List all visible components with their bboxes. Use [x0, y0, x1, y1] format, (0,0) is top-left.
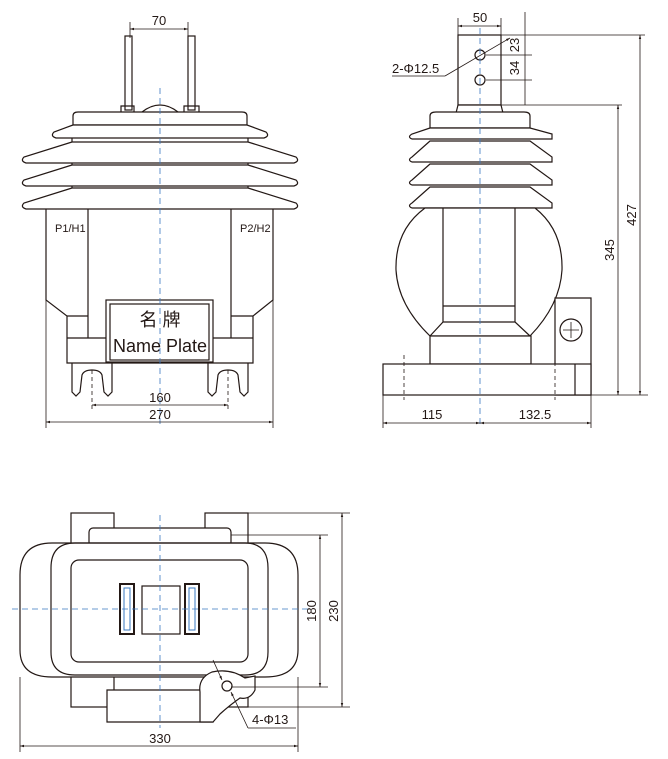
terminal-left — [124, 35, 133, 111]
terminal-plate — [457, 34, 502, 106]
shed-3 — [21, 164, 299, 187]
dim-50: 50 — [473, 10, 487, 25]
bracket-hole — [559, 318, 583, 342]
nameplate-english: Name Plate — [113, 336, 207, 356]
label-p2-h2: P2/H2 — [240, 223, 271, 235]
dim-270: 270 — [149, 407, 171, 422]
dim-427: 427 — [624, 204, 639, 226]
center-core — [141, 585, 181, 635]
dim-34: 34 — [507, 61, 522, 75]
mounting-hole — [221, 680, 233, 692]
dim-70: 70 — [152, 13, 166, 28]
dim-132.5: 132.5 — [519, 407, 552, 422]
dim-230: 230 — [326, 600, 341, 622]
bottom-view: 180 230 4-Φ13 330 — [12, 512, 350, 752]
base-plate — [382, 363, 592, 396]
dim-345: 345 — [602, 239, 617, 261]
name-plate-frame — [105, 299, 214, 363]
front-view: 名 牌 Name Plate P1/H1 P2/H2 70 160 270 — [21, 13, 299, 428]
hole-callout-2-phi12.5: 2-Φ12.5 — [392, 61, 439, 76]
label-p1-h1: P1/H1 — [55, 223, 86, 235]
hole-callout-4-phi13: 4-Φ13 — [252, 712, 288, 727]
dim-180: 180 — [304, 600, 319, 622]
dim-330: 330 — [149, 731, 171, 746]
dim-23: 23 — [507, 38, 522, 52]
outer-housing — [19, 542, 299, 678]
terminal-hole-2 — [474, 74, 486, 86]
dim-160: 160 — [149, 390, 171, 405]
inner-window — [70, 559, 249, 663]
dim-115: 115 — [422, 407, 443, 422]
side-view: 50 23 34 2-Φ12.5 427 345 115 132.5 — [382, 10, 648, 428]
body-bulge — [395, 207, 563, 337]
terminal-right — [187, 35, 196, 111]
